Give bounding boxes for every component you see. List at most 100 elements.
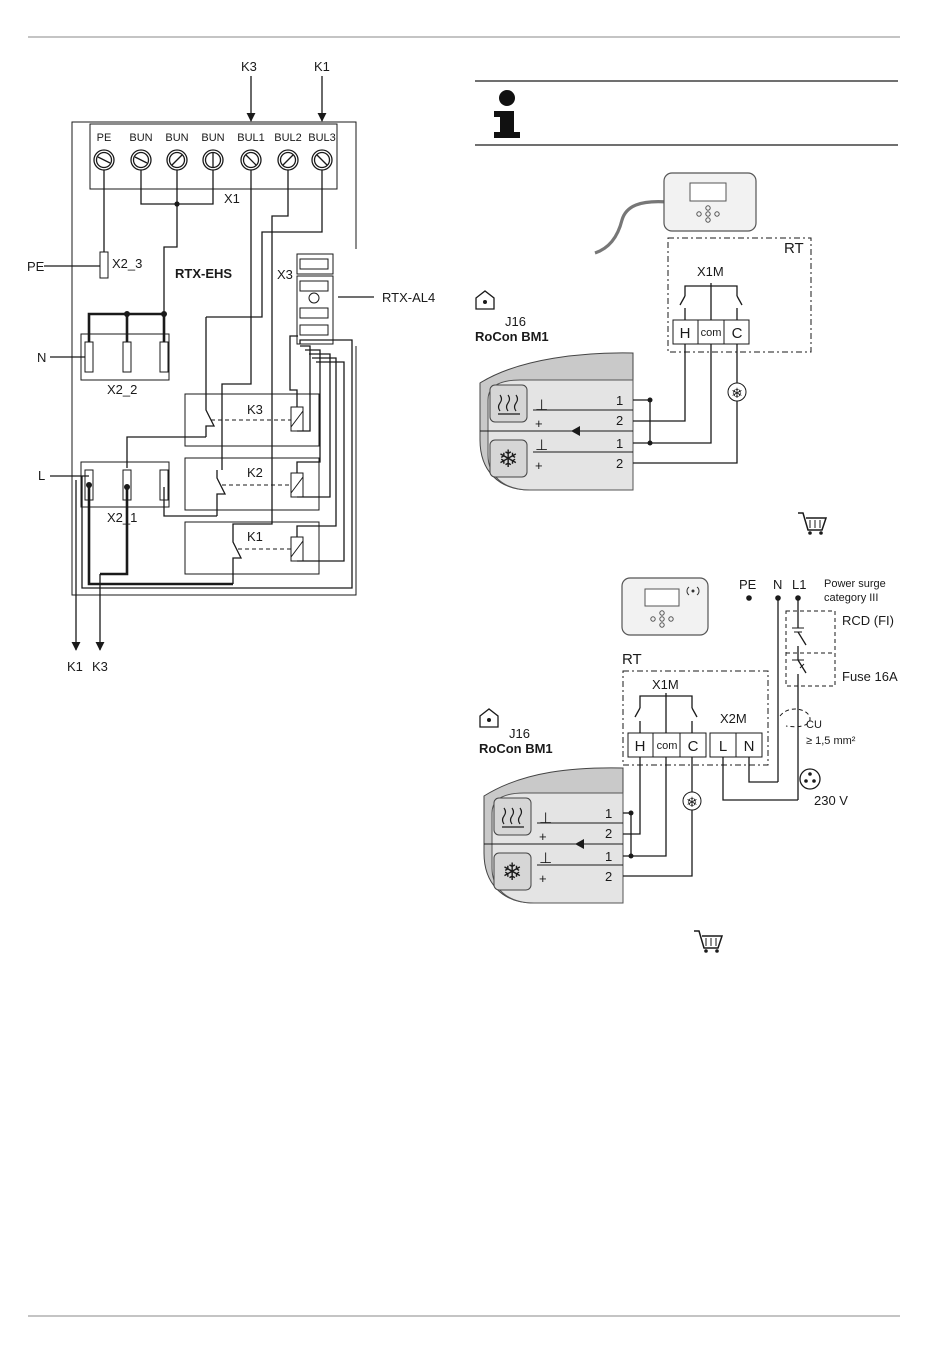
terminal-com-bottom: com — [657, 740, 678, 752]
pin-4-top: 2 — [616, 456, 623, 471]
top-arrow-k1-label: K1 — [314, 59, 330, 74]
pin-2-bottom: 2 — [605, 826, 612, 841]
rt-wired-diagram: RT X1M H com C J16 RoCon BM1 ❄ ⊥ + — [475, 173, 826, 535]
relay-coils — [291, 407, 303, 561]
x2-3-label: X2_3 — [112, 256, 142, 271]
j16-label-bottom: J16 — [509, 726, 530, 741]
screw-pe — [94, 150, 114, 170]
rtx-al4-label: RTX-AL4 — [382, 290, 435, 305]
x2-2-pin-1 — [85, 342, 93, 372]
contact-k3 — [206, 317, 214, 437]
x1m-label-top: X1M — [697, 264, 724, 279]
terminal-c-top: C — [732, 325, 743, 342]
relay-k2-label: K2 — [247, 465, 263, 480]
j16-label-top: J16 — [505, 314, 526, 329]
pe-dot — [746, 595, 752, 601]
x3-led — [309, 293, 319, 303]
x3-pin-top — [300, 259, 328, 269]
svg-text:❄: ❄ — [502, 859, 522, 886]
terminal-bul3-label: BUL3 — [308, 132, 336, 144]
sign-ground-1-top: ⊥ — [535, 397, 548, 414]
contact-k2 — [217, 470, 225, 516]
pin-3-bottom: 1 — [605, 849, 612, 864]
info-icon — [494, 90, 520, 138]
rt-wireless-diagram: PE N L1 Power surge category III RCD (FI… — [479, 577, 898, 953]
sign-plus-1-bottom: + — [539, 829, 547, 844]
terminal-c-bottom: C — [688, 738, 699, 755]
terminal-bun-2-label: BUN — [165, 132, 188, 144]
x2-2-pin-2 — [123, 342, 131, 372]
fuse-label: Fuse 16A — [842, 669, 898, 684]
l1-label-right: L1 — [792, 577, 806, 592]
cu-label: CU — [806, 719, 822, 731]
board-label-bottom: RoCon BM1 — [479, 741, 553, 756]
wire-l-to-k2 — [164, 487, 217, 516]
x3-pin-2 — [300, 308, 328, 318]
relay-k1-label: K1 — [247, 529, 263, 544]
l-label-left: L — [38, 468, 45, 483]
heating-icon — [490, 385, 527, 422]
voltage-label: 230 V — [814, 793, 848, 808]
rtx-ehs-diagram: K3 K1 PE BUN BUN BUN BUL1 BUL2 BUL3 X1 — [27, 59, 435, 674]
sign-ground-2-top: ⊥ — [535, 437, 548, 454]
thermostat-device — [595, 173, 756, 253]
info-box — [475, 81, 898, 145]
wire-bun-to-n — [164, 204, 177, 314]
terminal-bul1-label: BUL1 — [237, 132, 265, 144]
terminal-com-top: com — [701, 327, 722, 339]
relay-k3-label: K3 — [247, 402, 263, 417]
terminal-bun-1-label: BUN — [129, 132, 152, 144]
coil-wire-k3-a — [290, 336, 298, 407]
rt-label-top: RT — [784, 240, 804, 257]
rcd-fuse-box — [786, 611, 835, 686]
socket-icon — [800, 769, 820, 789]
shopping-cart-icon — [798, 513, 826, 535]
heating-icon-bottom — [494, 798, 531, 835]
terminal-bul2-label: BUL2 — [274, 132, 302, 144]
junction-l-left — [86, 482, 92, 488]
surge-line-2: category III — [824, 592, 878, 604]
junction-l-center — [124, 484, 130, 490]
junction-n-center — [124, 311, 130, 317]
terminal-l-bottom: L — [719, 738, 727, 755]
x3-pin-1 — [300, 281, 328, 291]
board-label-top: RoCon BM1 — [475, 329, 549, 344]
n-label-left: N — [37, 350, 46, 365]
screw-bul2 — [278, 150, 298, 170]
sign-plus-2-top: + — [535, 458, 543, 473]
sign-ground-2-bottom: ⊥ — [539, 850, 552, 867]
wire-h-top — [633, 344, 685, 421]
x2m-label-bottom: X2M — [720, 711, 747, 726]
pe-label-left: PE — [27, 259, 45, 274]
top-arrow-k3-label: K3 — [241, 59, 257, 74]
terminal-x2-3 — [100, 252, 108, 278]
wire-com-bottom — [631, 757, 666, 856]
wire-com-top — [650, 344, 711, 443]
terminal-labels: PE BUN BUN BUN BUL1 BUL2 BUL3 — [97, 132, 336, 144]
bottom-arrow-k1-label: K1 — [67, 659, 83, 674]
screw-bun-1 — [131, 150, 151, 170]
x3-pin-3 — [300, 325, 328, 335]
sign-ground-1-bottom: ⊥ — [539, 810, 552, 827]
screw-bul1 — [241, 150, 261, 170]
coil-wire-k2-b — [297, 354, 330, 497]
x1-label: X1 — [224, 191, 240, 206]
rtx-ehs-label: RTX-EHS — [175, 266, 232, 281]
house-icon-bottom — [480, 709, 498, 727]
rt-label-bottom: RT — [622, 651, 642, 668]
terminal-h-bottom: H — [635, 738, 646, 755]
pin-1-bottom: 1 — [605, 806, 612, 821]
rcd-label: RCD (FI) — [842, 613, 894, 628]
x2-2-label: X2_2 — [107, 382, 137, 397]
surge-line-1: Power surge — [824, 578, 886, 590]
screw-bul3 — [312, 150, 332, 170]
terminal-h-top: H — [680, 325, 691, 342]
bottom-arrow-k3-label: K3 — [92, 659, 108, 674]
contact-k1 — [233, 534, 241, 584]
x3-label: X3 — [277, 267, 293, 282]
wire-x2m-n — [749, 757, 778, 782]
n-label-right: N — [773, 577, 782, 592]
pe-label-right: PE — [739, 577, 757, 592]
terminal-bun-3-label: BUN — [201, 132, 224, 144]
